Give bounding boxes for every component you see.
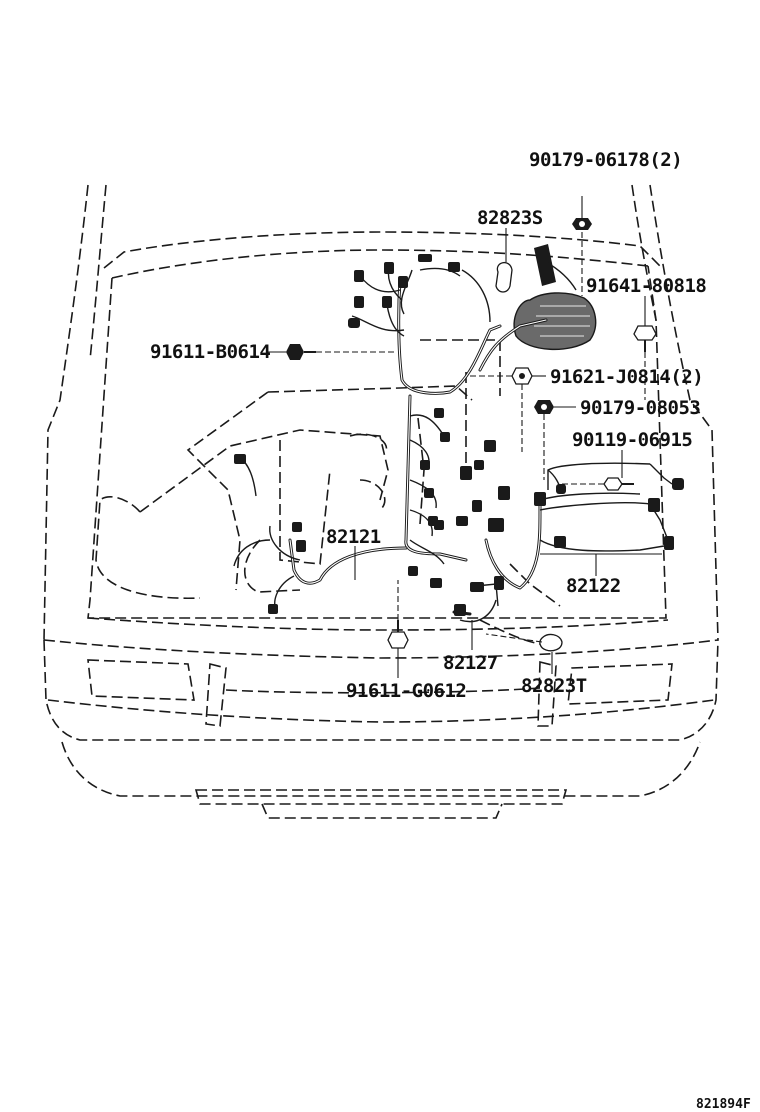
callout-82127: 82127 — [443, 652, 498, 674]
callout-90179-08053: 90179-08053 — [580, 397, 700, 419]
harness-connectors — [234, 254, 684, 616]
nut-90179-08053 — [534, 400, 554, 414]
callout-91621-j0814: 91621-J0814(2) — [550, 366, 703, 388]
clamp-82823t — [539, 633, 563, 652]
callout-91611-g0612: 91611-G0612 — [346, 680, 466, 702]
bolt-91611-b0614 — [286, 344, 316, 360]
bolt-90119-06915 — [603, 477, 634, 491]
engine-outline — [95, 339, 561, 645]
nut-90179-06178 — [572, 218, 592, 230]
harness-82121 — [233, 265, 548, 611]
callout-91641-80818: 91641-80818 — [586, 275, 706, 297]
air-cleaner-assembly — [513, 244, 597, 350]
figure-code: 821894F — [696, 1097, 751, 1112]
vehicle-body-outline — [43, 184, 719, 819]
bolt-91641-80818 — [633, 325, 657, 352]
callout-82823s: 82823S — [477, 207, 543, 229]
callout-90179-06178: 90179-06178(2) — [529, 149, 682, 171]
clamp-82823s — [495, 262, 513, 293]
harness-82122 — [484, 462, 673, 590]
leader-lines — [266, 196, 662, 678]
callout-90119-06915: 90119-06915 — [572, 429, 692, 451]
bolt-91611-g0612 — [387, 620, 409, 649]
callout-91611-b0614: 91611-B0614 — [150, 341, 270, 363]
part-callouts: 90179-06178(2) 82823S 91641-80818 91611-… — [150, 149, 707, 702]
callout-82121: 82121 — [326, 526, 381, 548]
fasteners — [286, 218, 657, 652]
bolt-91621-j0814 — [511, 367, 533, 385]
callout-82823t: 82823T — [521, 675, 587, 697]
callout-82122: 82122 — [566, 575, 621, 597]
